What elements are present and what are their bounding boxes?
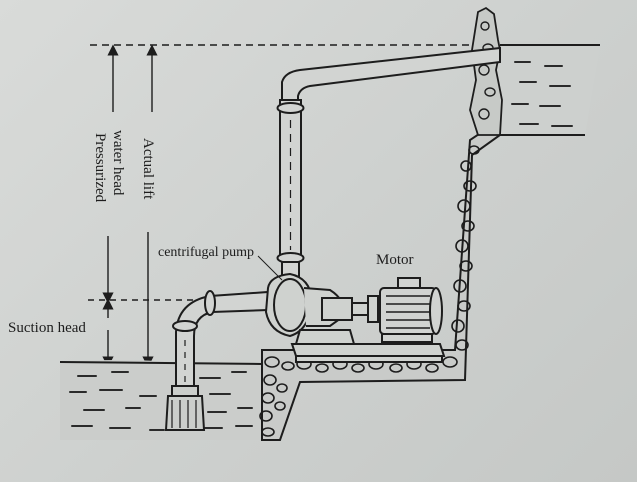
pump-label-leader — [257, 255, 283, 281]
centrifugal-pump — [264, 272, 356, 345]
discharge-pipe — [276, 46, 501, 281]
actual-lift-dimension — [142, 44, 158, 368]
base-plate — [290, 343, 446, 363]
shaft-coupling — [351, 295, 379, 323]
suction-head-label: Suction head — [8, 320, 86, 336]
upper-reservoir — [469, 6, 600, 136]
pressurized-label: Pressurized — [92, 133, 108, 203]
motor-label: Motor — [376, 252, 414, 268]
actual-lift-label: Actual lift — [140, 138, 156, 200]
lower-water-body — [59, 360, 263, 440]
motor — [379, 277, 443, 343]
water-head-label: water head — [110, 130, 126, 196]
foot-valve-strainer — [164, 385, 206, 431]
centrifugal-pump-label: centrifugal pump — [158, 245, 254, 260]
pressurized-head-dimension — [102, 44, 119, 304]
